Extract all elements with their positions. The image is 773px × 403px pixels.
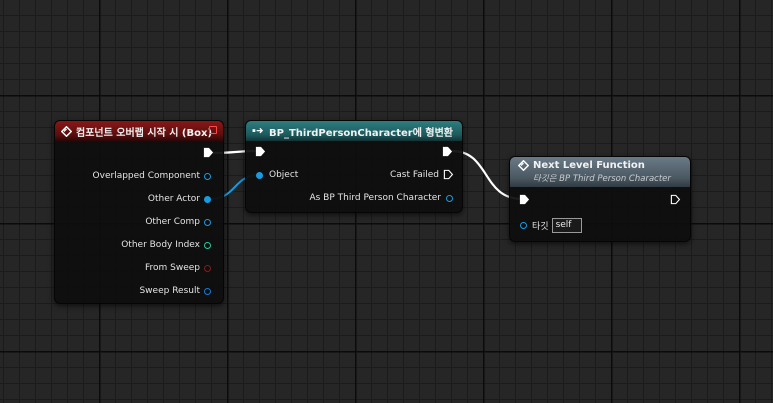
pin-label: Other Actor: [147, 194, 200, 204]
function-node-subtitle: 타깃은 BP Third Person Character: [533, 174, 671, 184]
object-pin-icon[interactable]: [204, 172, 211, 180]
function-exec-out-pin[interactable]: [670, 194, 681, 205]
event-exec-out-pin[interactable]: [203, 147, 214, 158]
pin-label: As BP Third Person Character: [309, 193, 441, 203]
pin-from-sweep[interactable]: From Sweep: [145, 263, 211, 273]
pin-sweep-result[interactable]: Sweep Result: [139, 286, 211, 296]
pin-overlapped-component[interactable]: Overlapped Component: [93, 171, 211, 181]
object-pin-connected-icon[interactable]: [204, 195, 211, 203]
pin-target[interactable]: 타깃 self: [520, 218, 582, 233]
cast-node-header[interactable]: BP_ThirdPersonCharacter에 형변환: [246, 121, 462, 141]
object-pin-icon[interactable]: [446, 194, 453, 202]
pin-other-actor[interactable]: Other Actor: [148, 194, 211, 204]
pin-label: 타깃: [532, 222, 549, 232]
target-self-field[interactable]: self: [551, 218, 582, 233]
event-diamond-icon: [61, 125, 72, 137]
cast-node-bp-thirdpersoncharacter[interactable]: BP_ThirdPersonCharacter에 형변환 Object Cast…: [245, 120, 463, 213]
bool-pin-icon[interactable]: [204, 264, 211, 272]
function-node-next-level-function[interactable]: Next Level Function 타깃은 BP Third Person …: [509, 156, 691, 242]
exec-out-hollow-icon[interactable]: [443, 169, 454, 180]
event-node-header[interactable]: 컴포넌트 오버랩 시작 시 (Box): [55, 121, 223, 141]
pin-cast-failed[interactable]: Cast Failed: [390, 169, 454, 180]
pin-label: Other Body Index: [121, 240, 200, 250]
function-node-header[interactable]: Next Level Function 타깃은 BP Third Person …: [510, 157, 690, 187]
function-exec-in-pin[interactable]: [519, 194, 530, 205]
cast-arrow-icon: [252, 127, 264, 133]
cast-exec-in-pin[interactable]: [255, 146, 266, 157]
struct-pin-icon[interactable]: [204, 287, 211, 295]
integer-pin-icon[interactable]: [204, 241, 211, 249]
pin-other-body-index[interactable]: Other Body Index: [121, 240, 211, 250]
cast-exec-out-pin[interactable]: [442, 146, 453, 157]
pin-label: Sweep Result: [139, 286, 200, 296]
pin-as-bp-third-person-character[interactable]: As BP Third Person Character: [309, 193, 453, 203]
cast-node-title: BP_ThirdPersonCharacter에 형변환: [269, 127, 453, 139]
pin-label: Overlapped Component: [92, 171, 200, 181]
event-node-component-begin-overlap[interactable]: 컴포넌트 오버랩 시작 시 (Box) Overlapped Component…: [54, 120, 224, 304]
object-pin-connected-icon[interactable]: [256, 171, 263, 179]
delegate-square-icon[interactable]: [209, 126, 217, 134]
function-node-title: Next Level Function: [533, 160, 645, 171]
object-pin-icon[interactable]: [204, 218, 211, 226]
function-icon: [518, 160, 529, 171]
pin-other-comp[interactable]: Other Comp: [145, 217, 211, 227]
pin-label: Object: [269, 170, 299, 180]
object-pin-icon[interactable]: [520, 222, 527, 229]
pin-object-input[interactable]: Object: [256, 170, 298, 180]
pin-label: Other Comp: [145, 217, 200, 227]
pin-label: From Sweep: [144, 263, 200, 273]
event-node-title: 컴포넌트 오버랩 시작 시 (Box): [76, 127, 213, 139]
pin-label: Cast Failed: [390, 169, 439, 180]
